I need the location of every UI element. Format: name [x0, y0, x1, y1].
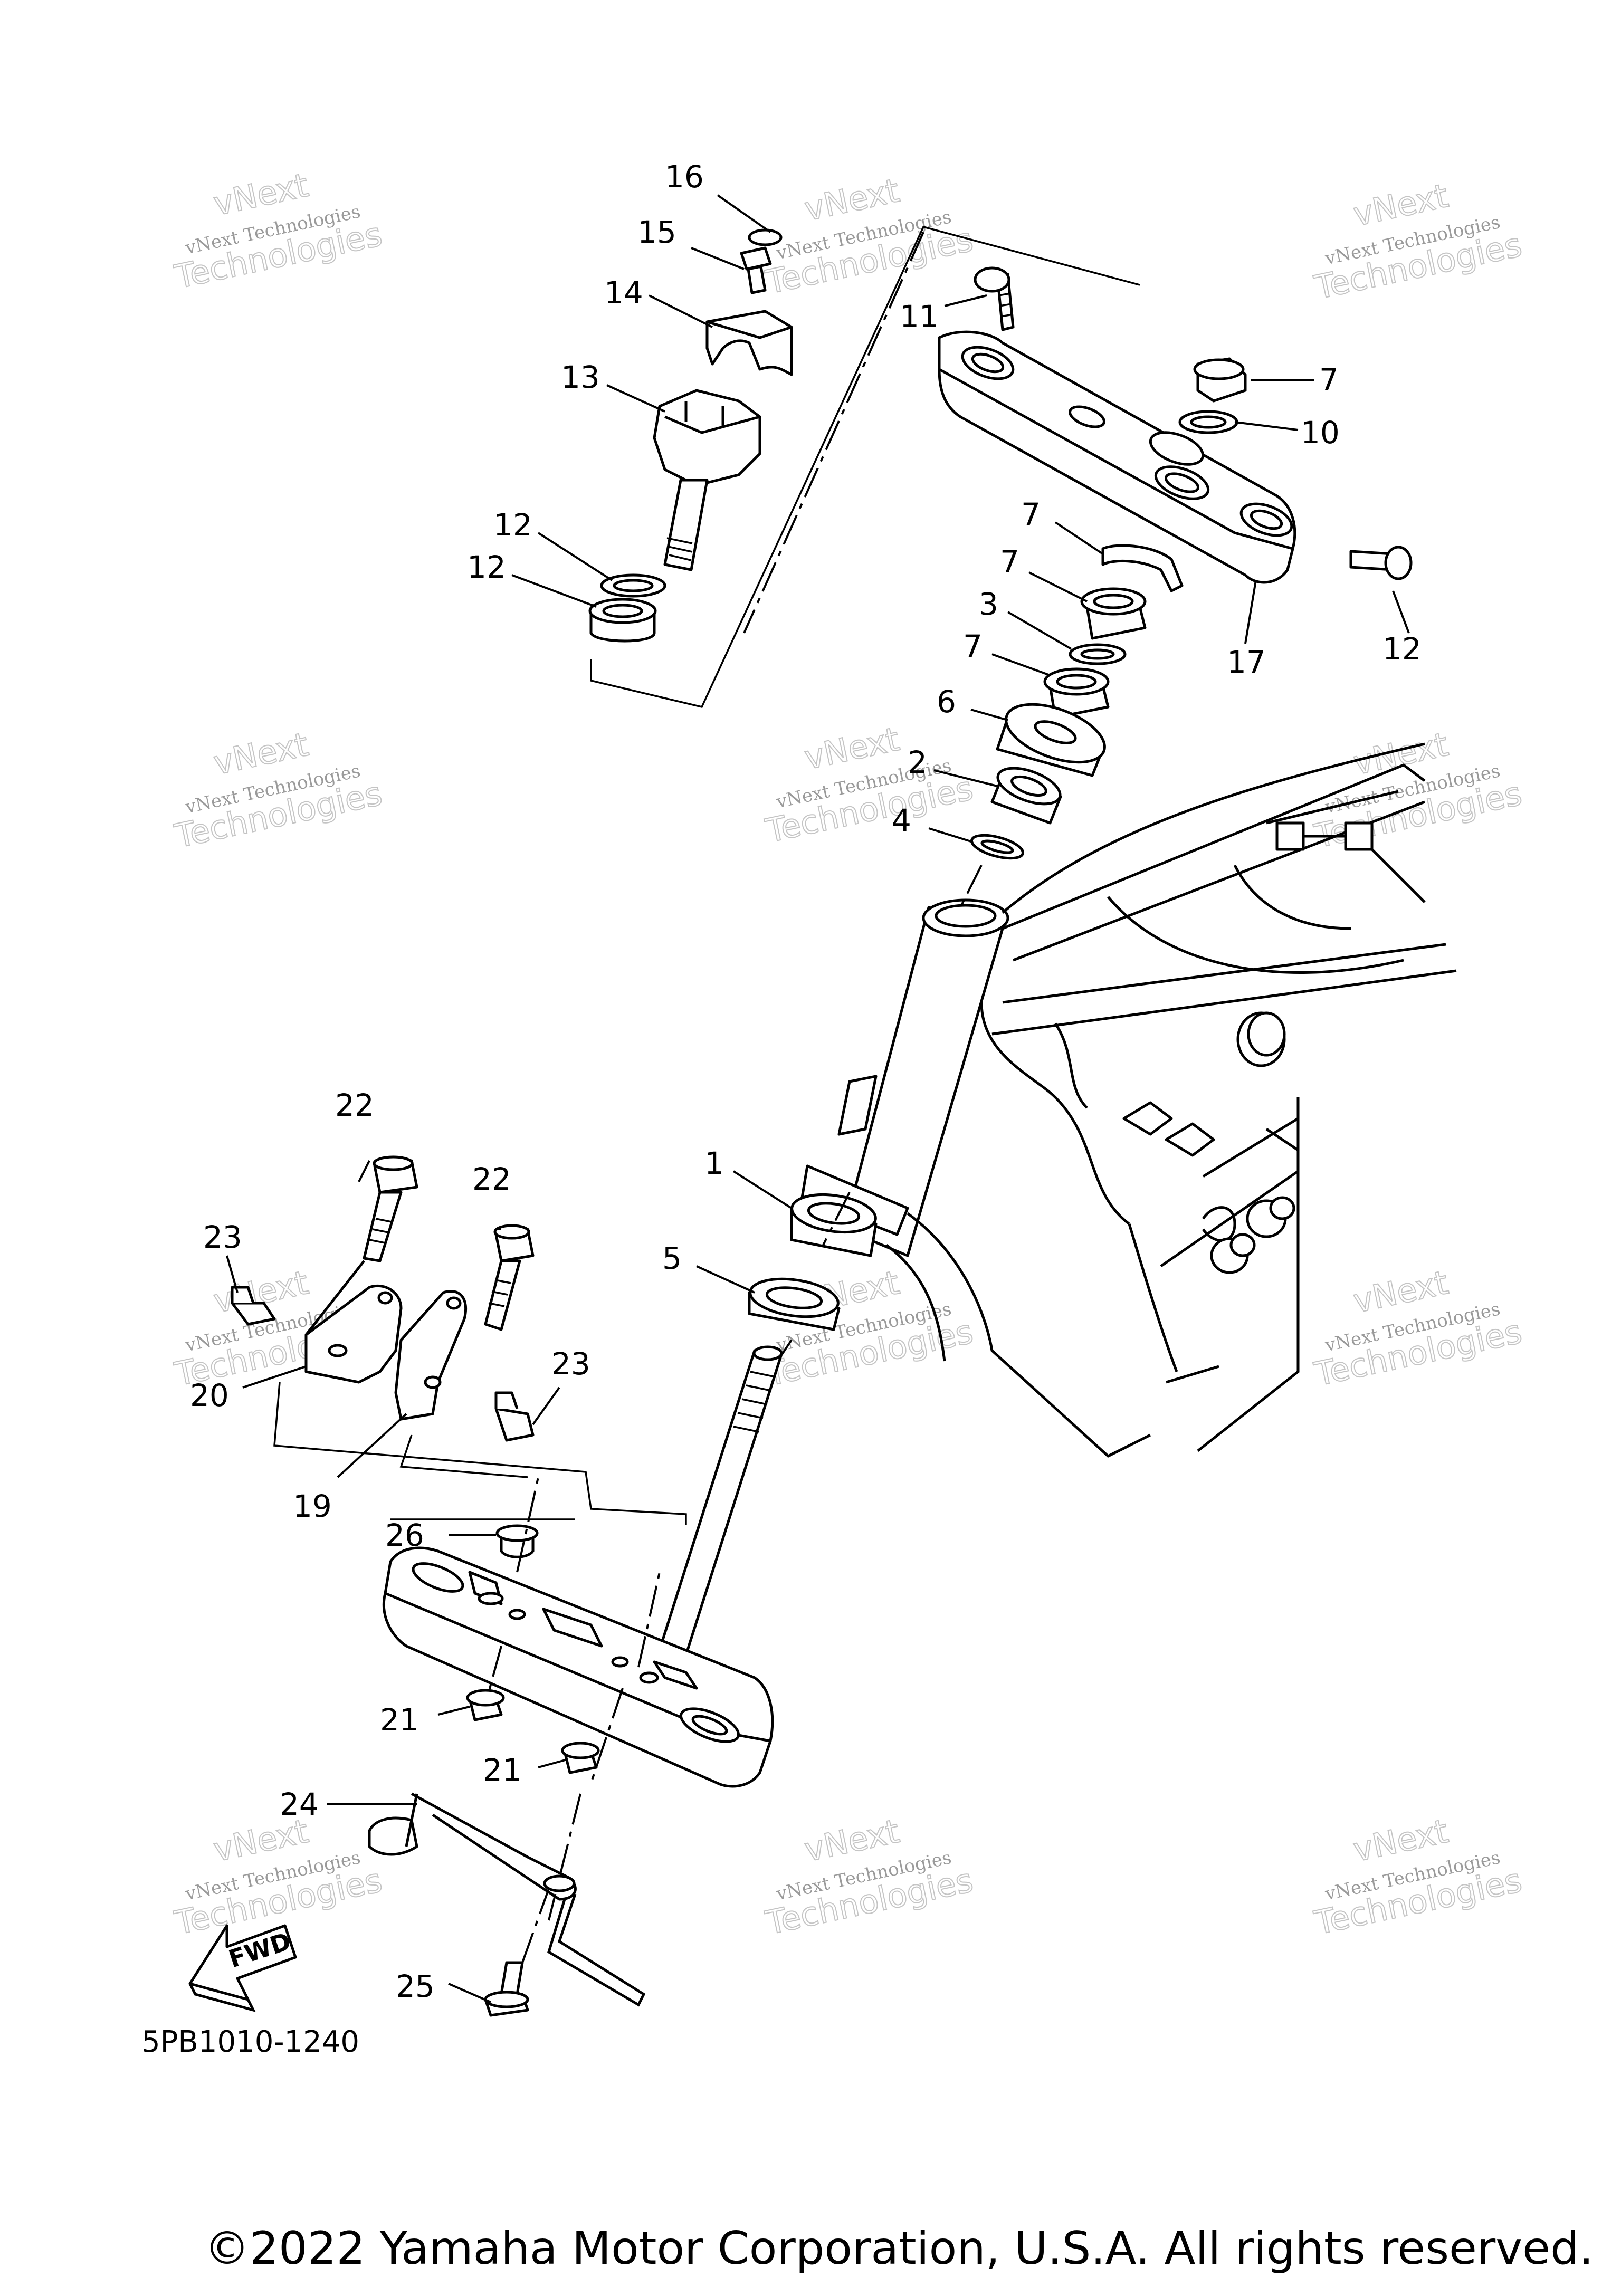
callout-6: 6 [937, 684, 956, 720]
fwd-arrow: FWD [188, 1924, 297, 2012]
callout-23-left: 23 [203, 1219, 242, 1255]
watermark: vNext vNext Technologies Technologies [761, 1811, 977, 1943]
callout-10: 10 [1301, 415, 1340, 451]
callout-13: 12 [467, 549, 506, 585]
callout-24: 24 [280, 1786, 319, 1822]
callout-4: 4 [892, 802, 911, 838]
callout-11: 17 [1227, 644, 1266, 680]
callout-25: 25 [396, 1968, 435, 2004]
callout-7-lower: 7 [963, 628, 983, 664]
watermark: vNext vNext Technologies Technologies [170, 165, 386, 296]
watermark: vNext vNext Technologies Technologies [170, 1811, 386, 1943]
watermark: vNext vNext Technologies Technologies [1310, 176, 1525, 307]
bearing-stack [959, 544, 1184, 908]
watermark: vNext vNext Technologies Technologies [170, 724, 386, 856]
callout-3: 3 [979, 586, 998, 622]
callout-15: 13 [561, 359, 600, 395]
callouts: 16 15 14 13 12 12 11 7 10 17 12 7 7 3 7 … [190, 159, 1422, 2004]
callout-22-right: 22 [472, 1161, 511, 1197]
watermark: vNext vNext Technologies Technologies [761, 719, 977, 850]
watermark: vNext vNext Technologies Technologies [1310, 724, 1525, 856]
callout-14: 12 [493, 507, 532, 543]
callout-18: 16 [665, 159, 704, 195]
callout-12-top: 11 [900, 299, 939, 334]
copyright-notice: ©2022 Yamaha Motor Corporation, U.S.A. A… [204, 2222, 1594, 2275]
callout-7-upper: 7 [1000, 544, 1019, 580]
callout-5: 5 [662, 1240, 682, 1276]
handlebar-holder [588, 225, 1140, 709]
callout-12-right: 12 [1382, 631, 1422, 667]
callout-9: 7 [1319, 362, 1339, 398]
callout-21-left: 21 [380, 1702, 419, 1738]
frame [800, 742, 1457, 1458]
callout-1: 1 [704, 1145, 724, 1181]
callout-22-left: 22 [335, 1087, 374, 1123]
callout-21-right: 21 [483, 1752, 522, 1788]
diagram-reference-code: 5PB1010-1240 [141, 2025, 360, 2059]
watermark: vNext vNext Technologies Technologies [1310, 1811, 1525, 1943]
callout-17: 15 [637, 214, 676, 250]
callout-2: 2 [908, 744, 927, 780]
callout-26: 26 [385, 1517, 424, 1553]
upper-bracket [938, 266, 1413, 584]
callout-19: 19 [293, 1488, 332, 1524]
wire-guide [368, 1792, 646, 2017]
watermark: vNext vNext Technologies Technologies [761, 1262, 977, 1394]
side-brackets [231, 1155, 687, 1525]
callout-8: 7 [1021, 496, 1041, 532]
watermark: vNext vNext Technologies Technologies [761, 170, 977, 302]
callout-16: 14 [604, 275, 643, 311]
steering-stem [382, 1192, 878, 1921]
callout-23-right: 23 [551, 1346, 590, 1382]
leader-lines [226, 194, 1410, 2003]
callout-20: 20 [190, 1377, 229, 1413]
watermark: vNext vNext Technologies Technologies [1310, 1262, 1525, 1394]
